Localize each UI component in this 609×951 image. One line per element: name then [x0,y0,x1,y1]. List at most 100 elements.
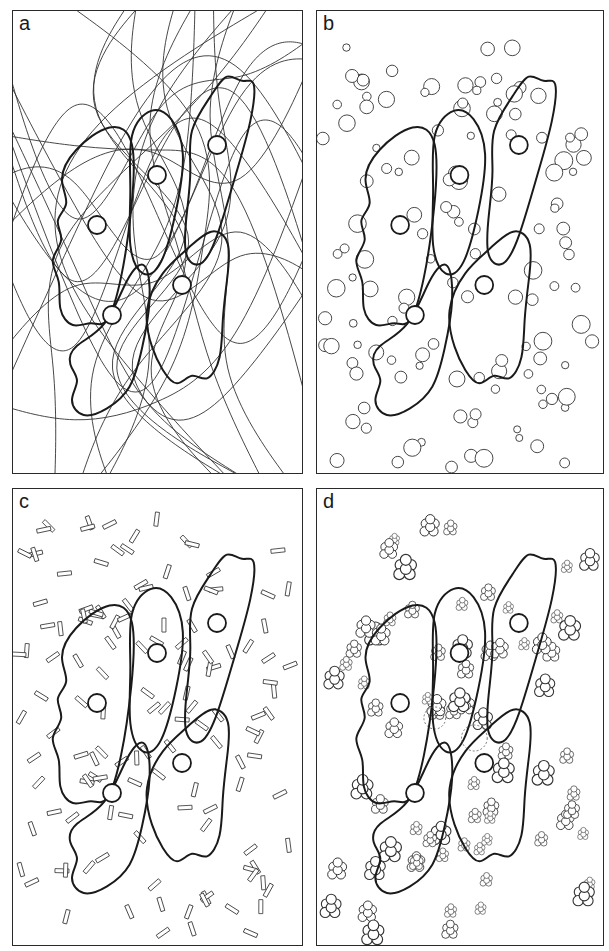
fiber [13,56,302,416]
sphere-particle [475,449,493,467]
panel-frame: a [12,10,303,474]
rod-particle [27,752,41,763]
fiber [13,59,302,302]
cluster-bead [390,718,399,727]
sphere-particle [534,332,552,350]
cell-outline [130,588,183,753]
sphere-particle [524,262,542,280]
rod-particle [108,805,114,819]
particle-cluster [358,901,376,921]
fiber [13,88,302,420]
sphere-particle [346,414,360,428]
cell-nucleus [148,166,166,184]
rod-particle [206,662,212,676]
sphere-particle [569,168,576,175]
sphere-particle [531,440,544,453]
cluster-bead [585,548,594,557]
rod-particle [37,526,52,533]
fiber [13,11,302,219]
cluster-bead [564,748,571,755]
rod-particle [120,544,134,555]
cluster-bead [502,743,509,750]
cluster-bead [361,616,370,625]
rod-particle [271,548,285,554]
cluster-bead [446,920,454,928]
cluster-bead [455,688,465,698]
sphere-particle [343,44,350,51]
rod-particle [184,905,193,920]
sphere-particle [508,290,522,304]
particle-cluster [379,837,401,862]
cell-nucleus [88,694,106,712]
rod-particle [66,812,80,824]
cell-outline [373,265,452,416]
fiber [112,11,254,473]
sphere-particle [407,207,422,222]
panel-label: a [16,12,33,35]
sphere-particle [537,385,546,394]
panel-frame: c [12,488,303,946]
rod-particle [16,710,26,724]
particle-cluster [532,760,554,785]
rod-particle [63,863,67,877]
cluster-bead [538,760,549,771]
cell-outline [449,231,531,383]
particle-cluster [580,548,600,570]
cluster-bead [488,798,496,806]
cell-outline [185,76,254,264]
cluster-bead [447,520,453,526]
cell-nucleus [173,754,191,772]
rod-particle [204,586,218,595]
sphere-particle [560,237,572,249]
particle-cluster [320,894,341,917]
particle-cluster [482,833,493,845]
sphere-particle [572,315,590,333]
cluster-bead [540,674,550,684]
sphere-particle [349,319,357,327]
rod-particle [244,844,258,856]
cell-nucleus [88,216,106,234]
sphere-particle [333,100,342,109]
rod-particle [261,590,275,599]
sphere-particle [333,250,342,259]
rod-particle [136,641,149,654]
fiber [99,11,250,473]
particle-cluster [483,798,499,816]
cluster-bead [484,872,490,878]
cell-nucleus [391,694,409,712]
sphere-particle [319,312,332,325]
sphere-particle [354,341,361,348]
sphere-particle [357,74,369,86]
sphere-particle [564,249,575,260]
sphere-particle [550,282,559,291]
cluster-bead [485,833,490,838]
cell-outline [356,605,436,804]
sphere-particle [369,345,384,360]
rod-particle [18,548,32,558]
sphere-particle [558,388,575,405]
sphere-particle [546,393,557,404]
particle-cluster [328,858,347,879]
particle-cluster [410,821,422,834]
sphere-particle [421,88,429,96]
rod-particle [247,868,258,882]
sphere-particle [317,132,329,145]
rod-particle [17,862,25,877]
cluster-bead [571,786,577,792]
sphere-particle [551,204,559,212]
cell-outline [449,709,531,861]
sphere-particle [571,283,580,292]
rod-particle [74,751,89,759]
rod-particle [191,782,198,797]
rod-particle [286,838,292,852]
rod-particle [102,520,116,530]
rod-particle [273,789,287,799]
cell-outline [70,743,150,894]
sphere-particle [387,356,396,365]
rod-particle [96,667,109,680]
cell-nucleus [208,614,226,632]
cell-group [356,76,556,415]
cluster-bead [414,821,420,827]
panel-label: d [320,490,337,513]
matrix [13,11,302,473]
